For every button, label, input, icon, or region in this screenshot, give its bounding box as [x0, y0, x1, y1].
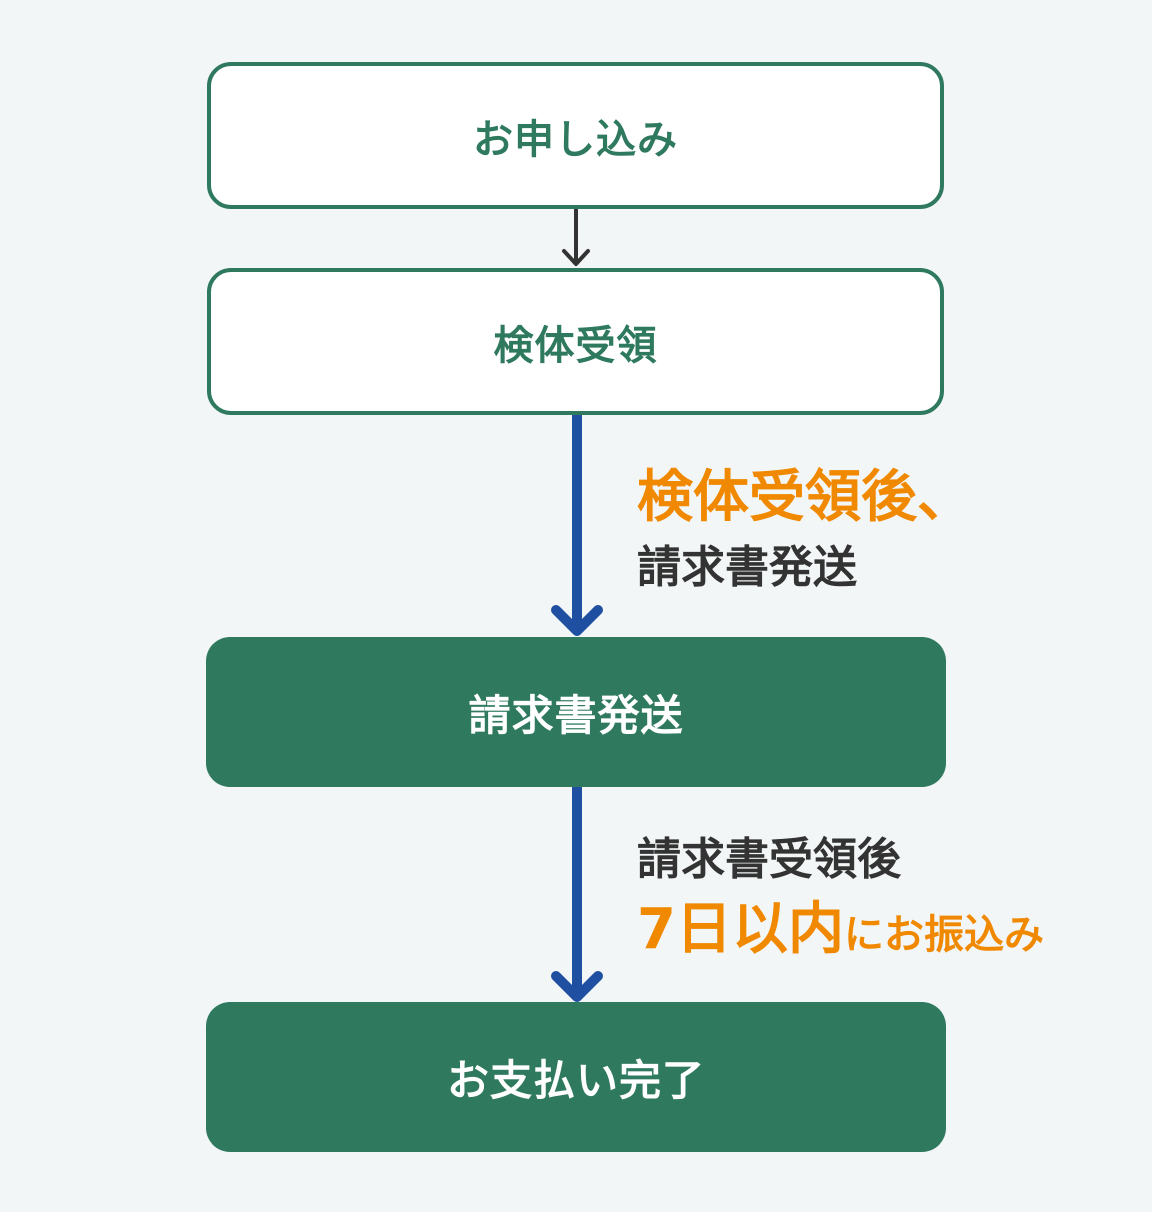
arrow-down-small-icon: [562, 209, 590, 266]
step-sample-receipt: 検体受領: [207, 268, 944, 415]
note-payment-deadline: 7日以内: [637, 897, 844, 962]
note-after-receipt-text: 請求書発送: [637, 542, 857, 593]
step-application-label: お申し込み: [473, 116, 678, 163]
step-payment-complete: お支払い完了: [206, 1002, 946, 1152]
step-invoice-sent-label: 請求書発送: [468, 690, 684, 740]
note-after-receipt-highlight: 検体受領後、: [637, 465, 973, 530]
arrow-down-blue-icon: [551, 787, 603, 1002]
note-payment-instruction: にお振込み: [843, 912, 1044, 958]
step-invoice-sent: 請求書発送: [206, 637, 946, 787]
note-payment-text: 請求書受領後: [637, 834, 901, 885]
note-payment-highlight: 7日以内にお振込み: [637, 895, 1044, 978]
step-payment-complete-label: お支払い完了: [446, 1055, 705, 1105]
arrow-down-blue-icon: [551, 415, 603, 636]
step-application: お申し込み: [207, 62, 944, 209]
step-sample-receipt-label: 検体受領: [493, 322, 658, 369]
